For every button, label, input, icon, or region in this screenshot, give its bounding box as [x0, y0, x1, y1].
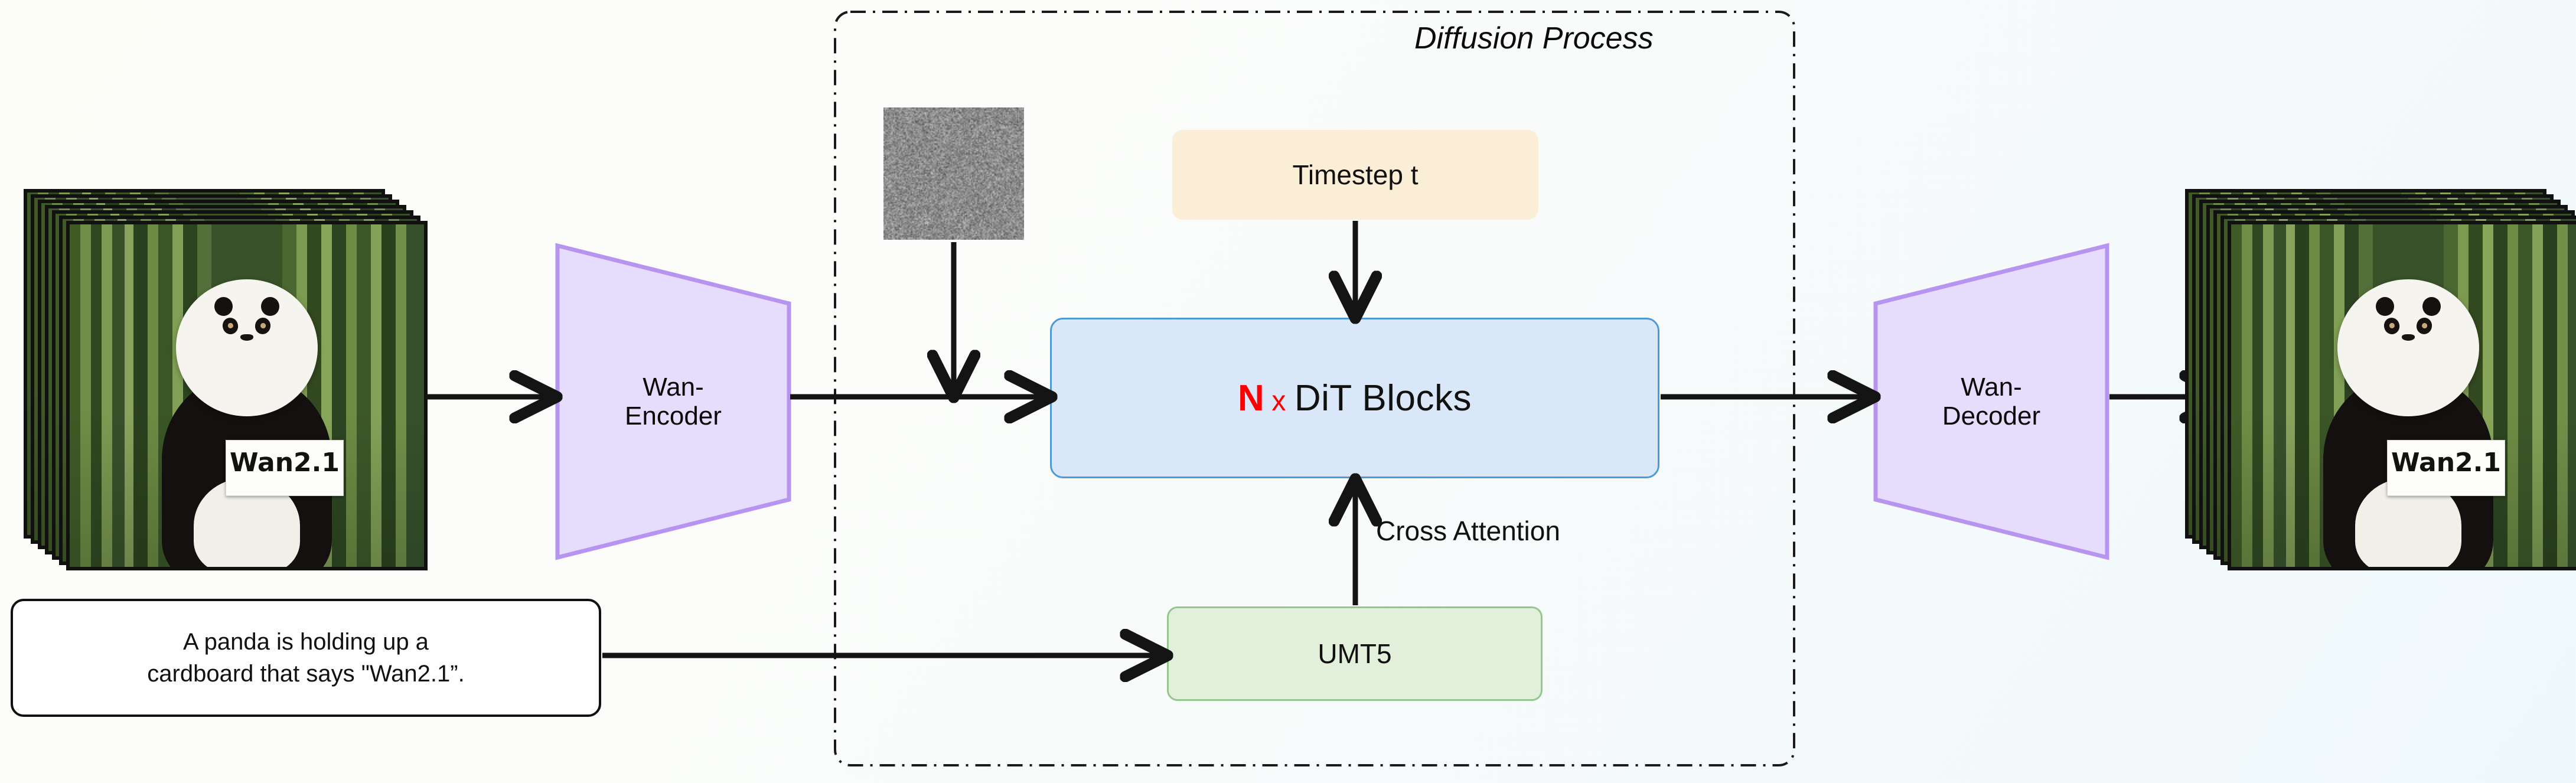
diffusion-process-label: Diffusion Process: [1414, 21, 1654, 56]
wan-encoder-label-line2: Encoder: [625, 402, 722, 430]
output-sign-text: Wan2.1: [2388, 441, 2505, 476]
dit-blocks-node[interactable]: NxDiT Blocks: [1050, 318, 1659, 478]
dit-blocks-text: DiT Blocks: [1294, 378, 1472, 419]
umt5-node[interactable]: UMT5: [1167, 606, 1543, 701]
dit-blocks-label: NxDiT Blocks: [1238, 377, 1472, 419]
dit-repeat-count: N: [1238, 378, 1264, 419]
dit-multiply-sign: x: [1264, 386, 1294, 417]
text-prompt-content: A panda is holding up a cardboard that s…: [136, 626, 475, 690]
text-prompt-line2: cardboard that says "Wan2.1”.: [147, 658, 464, 690]
gaussian-noise-patch: [883, 107, 1024, 240]
wan-encoder-label-line1: Wan-: [643, 373, 704, 402]
text-prompt-line1: A panda is holding up a: [147, 626, 464, 658]
input-sign-text: Wan2.1: [226, 441, 343, 476]
wan-decoder-node[interactable]: Wan- Decoder: [1873, 242, 2109, 561]
umt5-label: UMT5: [1318, 638, 1391, 670]
wan-encoder-label: Wan- Encoder: [555, 242, 791, 561]
wan-decoder-label-line1: Wan-: [1961, 373, 2022, 402]
input-video-frames: Wan2.1: [24, 189, 425, 579]
cross-attention-label: Cross Attention: [1376, 515, 1560, 547]
wan-decoder-label: Wan- Decoder: [1873, 242, 2109, 561]
input-sign: Wan2.1: [226, 440, 344, 496]
wan-encoder-node[interactable]: Wan- Encoder: [555, 242, 791, 561]
wan-decoder-label-line2: Decoder: [1942, 402, 2040, 430]
output-video-frames: Wan2.1: [2185, 189, 2575, 579]
timestep-label: Timestep t: [1292, 159, 1418, 191]
text-prompt-box[interactable]: A panda is holding up a cardboard that s…: [11, 599, 601, 717]
timestep-node[interactable]: Timestep t: [1172, 130, 1538, 220]
output-sign: Wan2.1: [2387, 440, 2505, 496]
